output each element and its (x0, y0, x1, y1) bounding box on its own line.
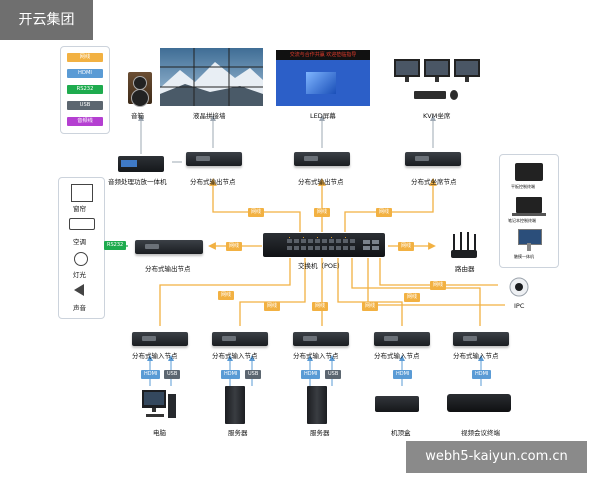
line-input-2 (239, 258, 306, 326)
legend-hdmi: HDMI (67, 69, 103, 78)
website-watermark: webh5-kaiyun.com.cn (406, 441, 587, 473)
router-label: 路由器 (455, 265, 475, 273)
set-top-box-image (375, 396, 419, 412)
tablet-label: 平板控制终端 (511, 184, 535, 189)
input-node-3-image (293, 332, 349, 346)
led-marquee: 交流与合作共赢 欢迎莅临指导 (276, 50, 370, 60)
light-icon (74, 252, 88, 266)
audio-unit-label: 音频处理功放一体机 (108, 178, 167, 186)
switch-label: 交换机（POE） (298, 262, 344, 270)
curtain-label: 窗帘 (73, 205, 86, 213)
video-conference-terminal-label: 视频会议终端 (461, 429, 500, 437)
tablet-icon (515, 163, 543, 181)
light-label: 灯光 (73, 271, 86, 279)
laptop-label: 笔记本控制终端 (508, 218, 536, 223)
tag-hdmi-4: HDMI (393, 370, 413, 379)
legend: 网线 HDMI RS232 USB 音频线 (60, 46, 110, 134)
kvm-image (392, 57, 482, 105)
control-terminal-panel: 平板控制终端 笔记本控制终端 触摸一体机 (499, 154, 559, 268)
line-input-1 (159, 258, 291, 326)
tag-hdmi-2: HDMI (221, 370, 241, 379)
output-node-2-label: 分布式输出节点 (298, 178, 344, 186)
router-image (450, 232, 478, 260)
server-2-label: 服务器 (310, 429, 330, 437)
environment-panel: 窗帘 空调 灯光 声音 (58, 177, 105, 319)
touch-kiosk-label: 触摸一体机 (514, 254, 534, 259)
line-input-5 (351, 258, 481, 326)
seat-node-image (405, 152, 461, 166)
input-node-4-label: 分布式输入节点 (374, 352, 420, 360)
audio-unit-image (118, 156, 164, 172)
input-node-1-label: 分布式输入节点 (132, 352, 178, 360)
video-wall-image (160, 48, 263, 106)
output-node-2-image (294, 152, 350, 166)
server-2-image (307, 386, 327, 424)
tag-hdmi-1: HDMI (141, 370, 161, 379)
legend-rs232: RS232 (67, 85, 103, 94)
speaker-image (128, 72, 152, 107)
tag-net-router: 网线 (398, 242, 415, 251)
video-wall-label: 液晶拼接墙 (193, 112, 226, 120)
air-conditioner-icon (69, 218, 95, 230)
tag-net-2: 网线 (314, 208, 331, 217)
tag-net-1: 网线 (248, 208, 265, 217)
ipc-label: IPC (514, 302, 525, 310)
tag-net-ipc: 网线 (430, 281, 447, 290)
output-node-left-label: 分布式输出节点 (145, 265, 191, 273)
ipc-camera-image (508, 276, 530, 298)
input-node-1-image (132, 332, 188, 346)
laptop-icon (516, 197, 542, 213)
line-switch-seat (344, 178, 437, 232)
legend-usb: USB (67, 101, 103, 110)
tag-net-in-5: 网线 (404, 293, 421, 302)
switch-image (263, 233, 385, 257)
tag-usb-1: USB (164, 370, 181, 379)
computer-label: 电脑 (153, 429, 166, 437)
windows-logo-icon (306, 72, 336, 94)
tag-usb-2: USB (245, 370, 262, 379)
legend-network: 网线 (67, 53, 103, 62)
tag-net-3: 网线 (376, 208, 393, 217)
tag-net-in-2: 网线 (264, 302, 281, 311)
tag-hdmi-3: HDMI (301, 370, 321, 379)
tag-net-in-4: 网线 (362, 302, 379, 311)
line-switch-ipc (379, 258, 498, 286)
output-node-1-image (186, 152, 242, 166)
input-node-2-label: 分布式输入节点 (212, 352, 258, 360)
video-conference-terminal-image (447, 394, 511, 412)
output-node-1-label: 分布式输出节点 (190, 178, 236, 186)
tag-usb-3: USB (325, 370, 342, 379)
server-1-image (225, 386, 245, 424)
legend-audio: 音频线 (67, 117, 103, 126)
server-1-label: 服务器 (228, 429, 248, 437)
brand-badge: 开云集团 (0, 0, 93, 40)
output-node-left-image (135, 240, 203, 254)
led-screen-image: 交流与合作共赢 欢迎莅临指导 (276, 50, 370, 106)
tag-hdmi-5: HDMI (472, 370, 492, 379)
set-top-box-label: 机顶盒 (391, 429, 411, 437)
input-node-5-image (453, 332, 509, 346)
input-node-2-image (212, 332, 268, 346)
line-switch-node1 (209, 178, 301, 232)
computer-image (138, 388, 178, 422)
air-conditioner-label: 空调 (73, 238, 86, 246)
tag-net-in-3: 网线 (312, 302, 329, 311)
seat-node-label: 分布式坐席节点 (411, 178, 457, 186)
led-screen-label: LED屏幕 (310, 112, 336, 120)
touch-kiosk-stand-icon (527, 243, 531, 251)
curtain-icon (71, 184, 93, 202)
line-input-4 (337, 258, 403, 326)
sound-label: 声音 (73, 304, 86, 312)
input-node-4-image (374, 332, 430, 346)
kvm-label: KVM坐席 (423, 112, 451, 120)
laptop-base-icon (512, 213, 546, 216)
tag-net-left: 网线 (226, 242, 243, 251)
tag-rs232: RS232 (104, 241, 127, 250)
speaker-volume-icon (74, 284, 84, 296)
input-node-3-label: 分布式输入节点 (293, 352, 339, 360)
tag-net-in-1: 网线 (218, 291, 235, 300)
input-node-5-label: 分布式输入节点 (453, 352, 499, 360)
speaker-label: 音箱 (131, 112, 144, 120)
